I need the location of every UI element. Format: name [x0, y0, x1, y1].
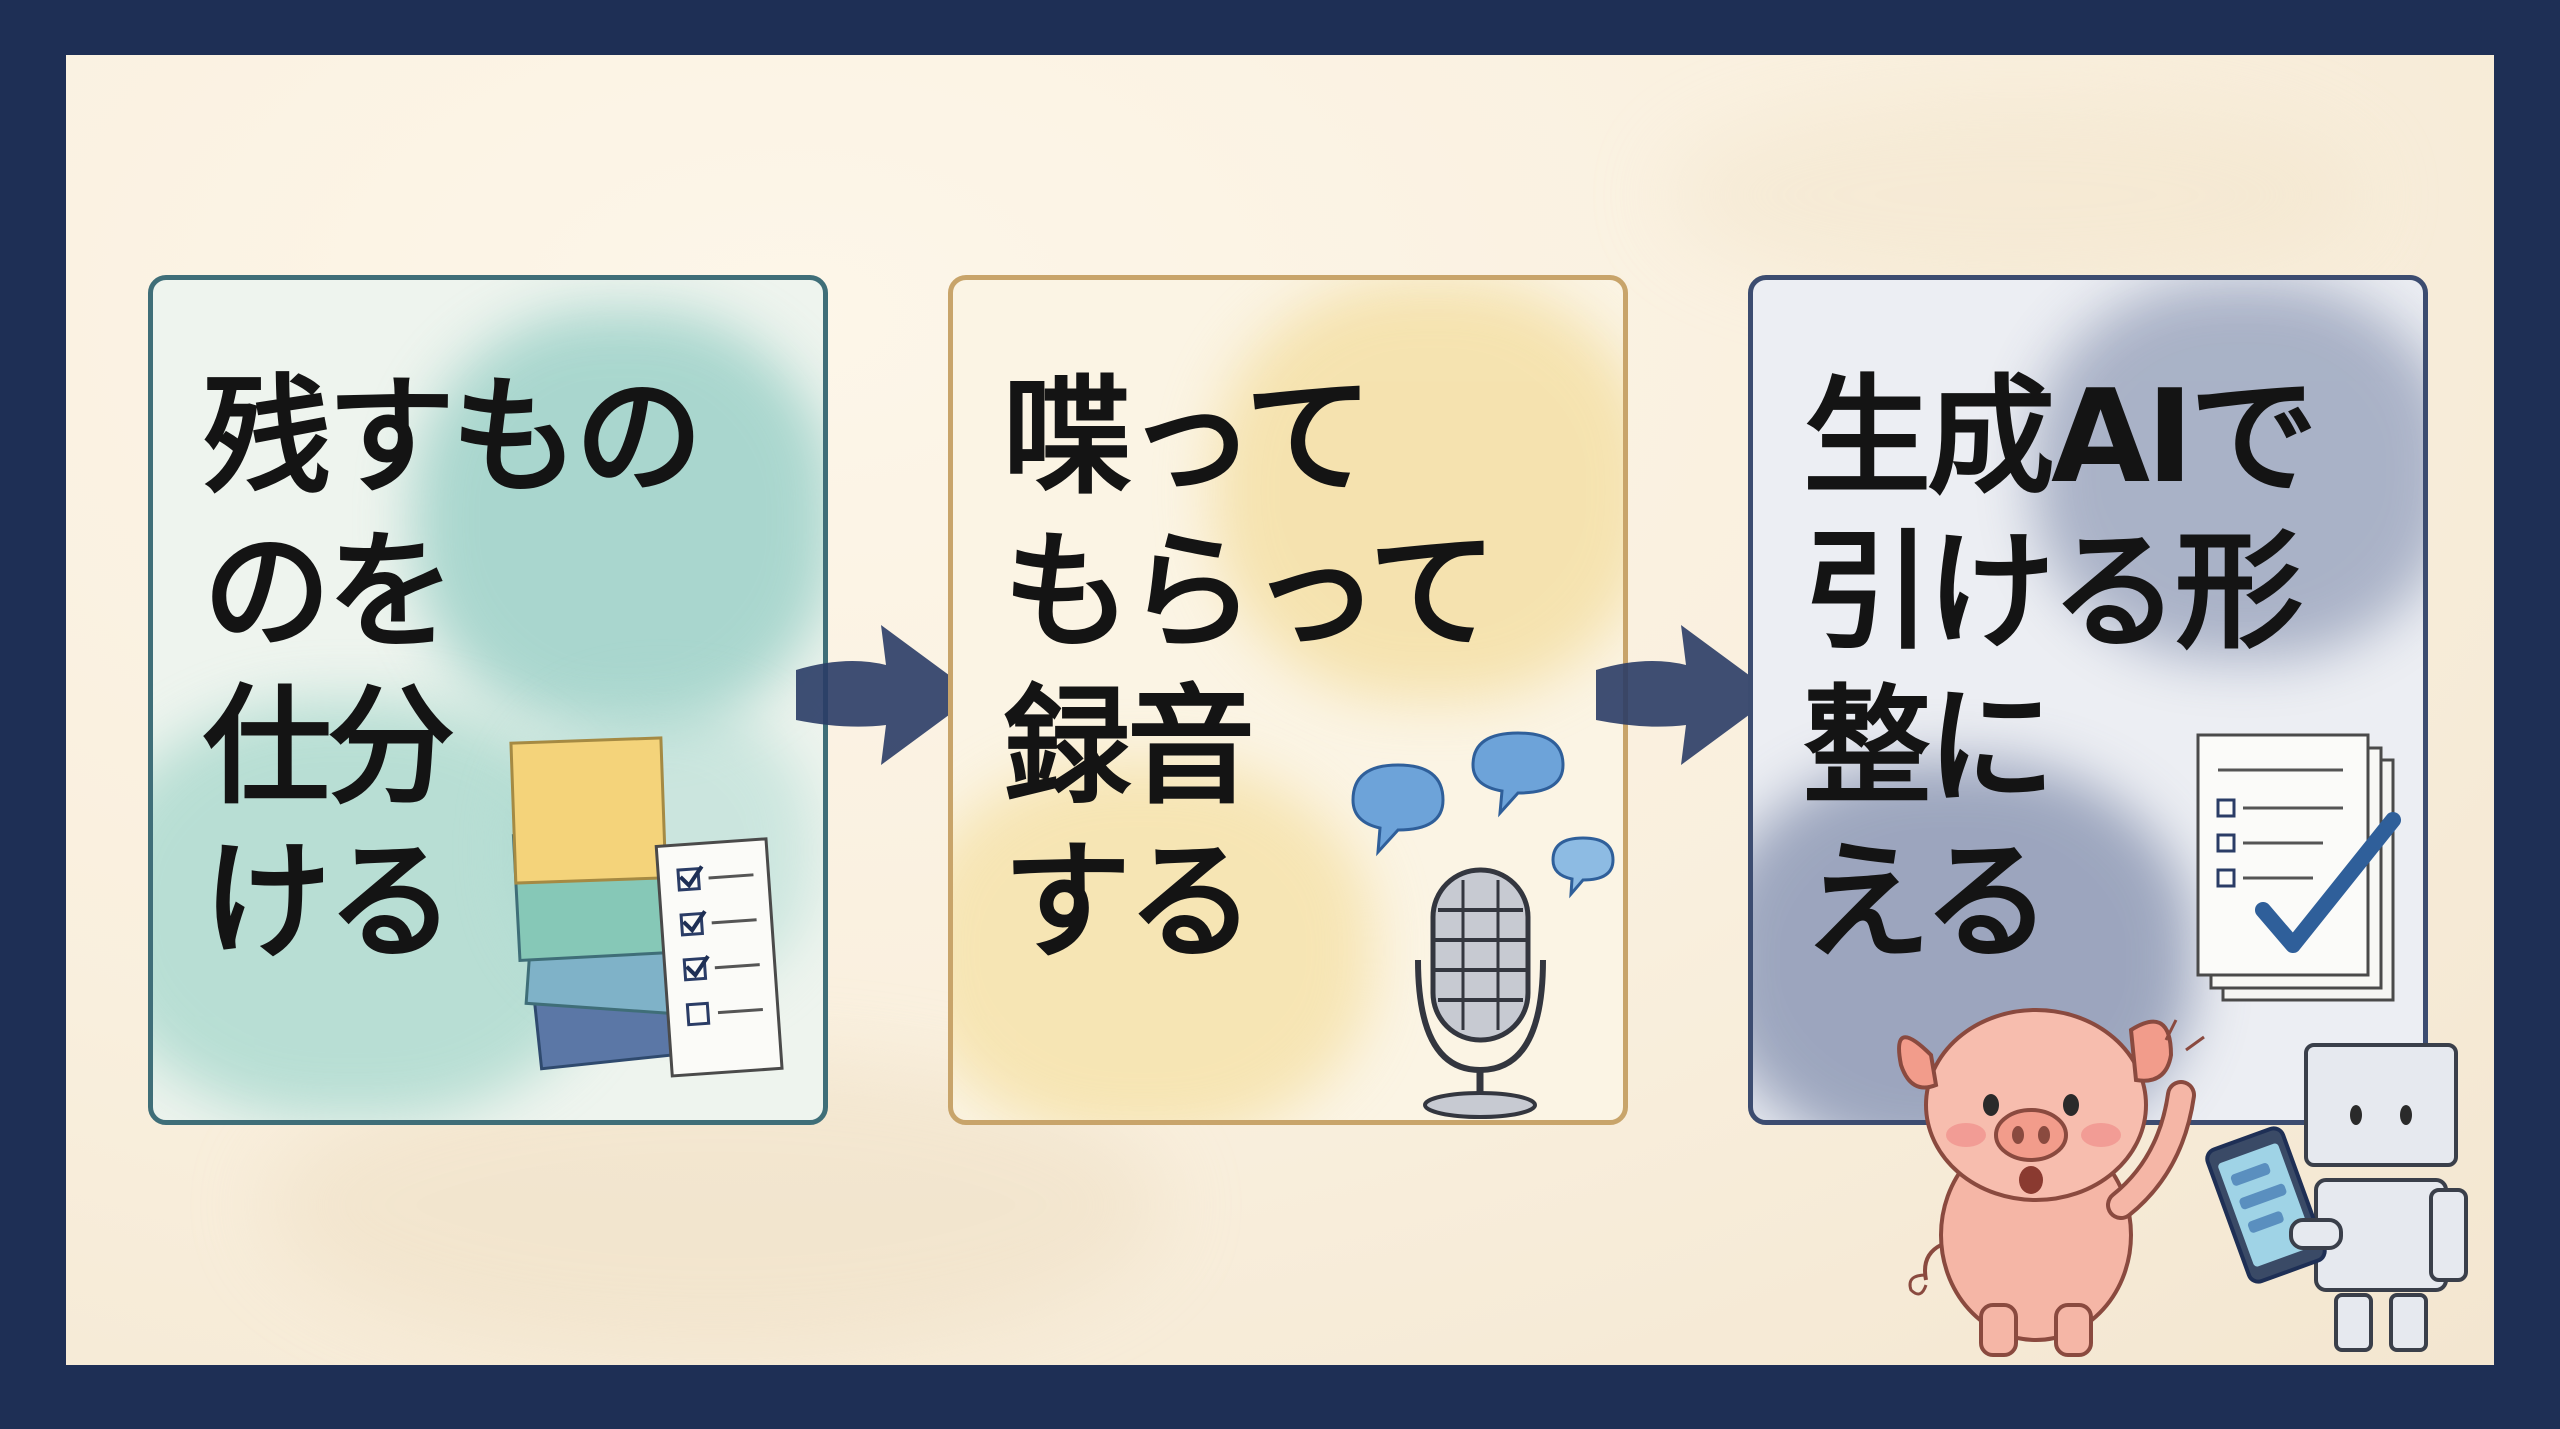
sticky-notes-checklist-icon [509, 736, 784, 1078]
diagram-canvas: 残すもの のを 仕分 ける [66, 55, 2494, 1365]
flow-arrow-icon [796, 625, 976, 765]
flow-arrow-icon [1596, 625, 1776, 765]
robot-character-icon [2205, 1043, 2468, 1352]
step-panel-sort: 残すもの のを 仕分 ける [148, 275, 828, 1125]
step-panel-record: 喋って もらって 録音 する [948, 275, 1628, 1125]
microphone-icon [1351, 731, 1615, 1119]
step-label: 生成AIで 引ける形 整に える [1803, 363, 2318, 977]
step-label: 喋って もらって 録音 する [1003, 363, 1497, 977]
step-panel-format: 生成AIで 引ける形 整に える [1748, 275, 2428, 1125]
step-label: 残すもの のを 仕分 ける [203, 363, 703, 977]
pig-character-icon [1897, 1008, 2205, 1357]
background-wash [1666, 95, 2366, 295]
document-checkmark-icon [2196, 733, 2401, 1002]
